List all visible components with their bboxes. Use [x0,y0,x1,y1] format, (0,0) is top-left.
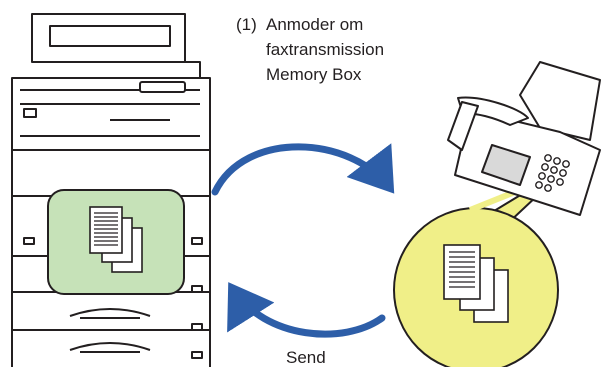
send-label: Send [286,348,326,367]
fax-keypad [535,154,570,192]
request-step-number: (1) [236,15,257,34]
received-documents-icon [443,244,509,323]
stored-documents-icon [89,206,143,273]
fax-machine-icon [447,61,601,216]
request-label-line-1: Anmoder om [266,15,363,34]
request-label-line-3: Memory Box [266,65,362,84]
send-arrow [227,282,386,338]
request-label-line-2: faxtransmission [266,40,384,59]
request-arrow [211,143,395,196]
